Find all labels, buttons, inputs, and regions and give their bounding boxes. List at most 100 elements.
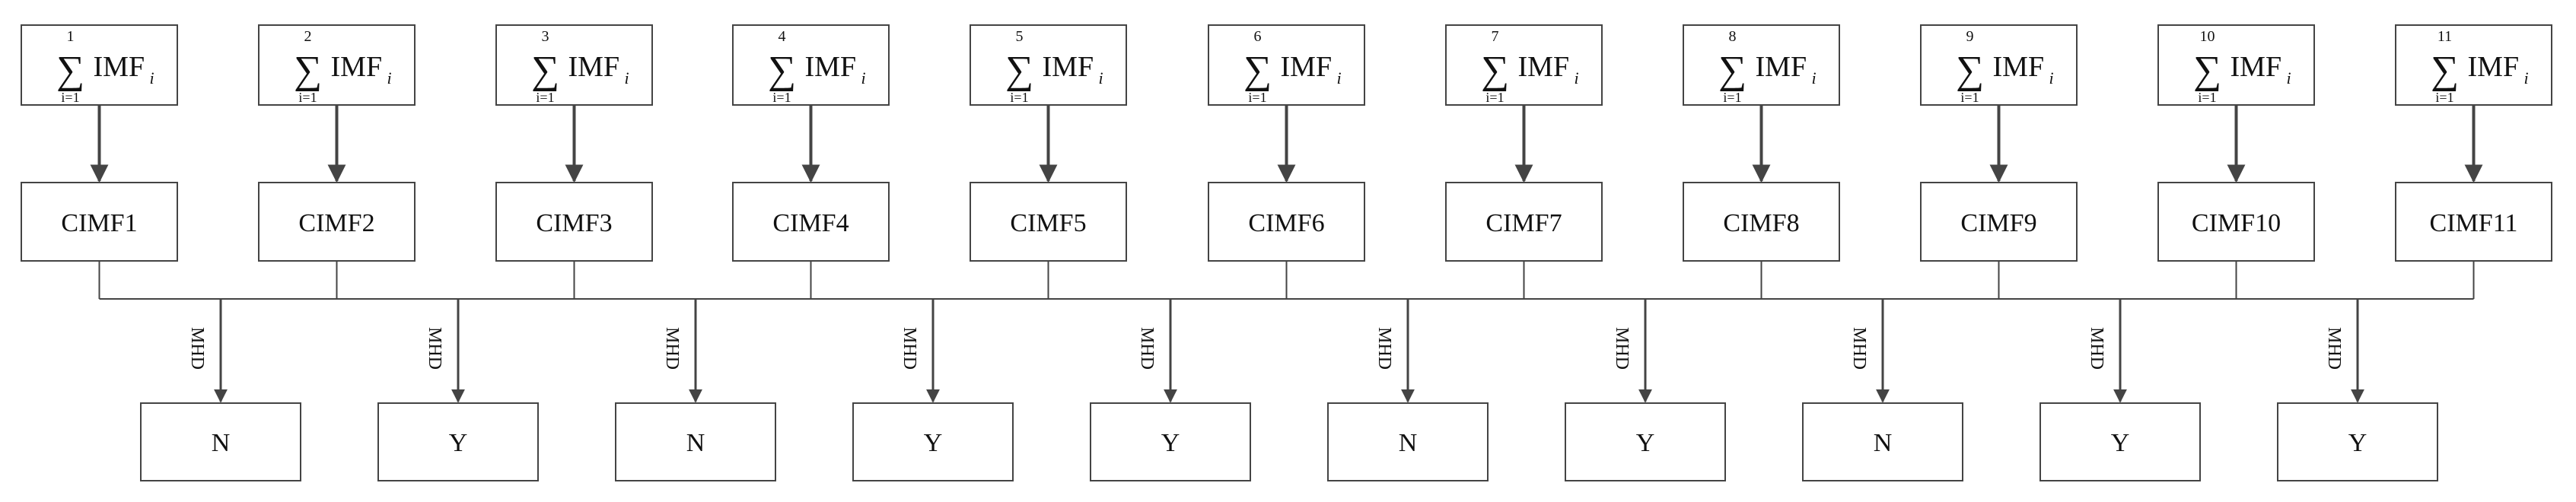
decision-box-1 bbox=[140, 402, 301, 481]
sum-upper-limit: 10 bbox=[2200, 28, 2215, 45]
cimf-label: CIMF9 bbox=[1960, 209, 2036, 237]
decision-box-4 bbox=[852, 402, 1014, 481]
cimf-box-4 bbox=[732, 182, 890, 262]
sum-term-subscript: i bbox=[2049, 68, 2054, 87]
decision-box-10 bbox=[2277, 402, 2438, 481]
mhd-label: MHD bbox=[900, 327, 919, 370]
decision-label: N bbox=[1399, 429, 1418, 457]
sum-box-11 bbox=[2395, 24, 2552, 106]
sum-term: IMF bbox=[331, 51, 383, 83]
sum-term-subscript: i bbox=[1575, 68, 1579, 87]
cimf-box-1 bbox=[21, 182, 178, 262]
decision-box-5 bbox=[1090, 402, 1251, 481]
cimf-box-6 bbox=[1208, 182, 1365, 262]
sum-lower-limit: i=1 bbox=[2435, 90, 2453, 105]
sum-term-subscript: i bbox=[1337, 68, 1342, 87]
cimf-box-9 bbox=[1920, 182, 2078, 262]
decision-box-9 bbox=[2039, 402, 2201, 481]
sum-term: IMF bbox=[1043, 51, 1094, 83]
sum-term: IMF bbox=[1518, 51, 1570, 83]
sigma-symbol: ∑ bbox=[294, 49, 322, 92]
sum-term-subscript: i bbox=[387, 68, 392, 87]
sum-upper-limit: 6 bbox=[1254, 28, 1262, 45]
decision-box-2 bbox=[377, 402, 539, 481]
sum-term-subscript: i bbox=[1812, 68, 1817, 87]
sum-box-2 bbox=[258, 24, 416, 106]
sum-term: IMF bbox=[568, 51, 620, 83]
sigma-symbol: ∑ bbox=[531, 49, 559, 92]
sum-box-3 bbox=[495, 24, 653, 106]
sum-upper-limit: 11 bbox=[2437, 28, 2452, 45]
sigma-symbol: ∑ bbox=[768, 49, 796, 92]
mhd-label: MHD bbox=[1137, 327, 1157, 370]
sum-term-subscript: i bbox=[2524, 68, 2529, 87]
mhd-label: MHD bbox=[1612, 327, 1632, 370]
decision-box-7 bbox=[1565, 402, 1726, 481]
sum-lower-limit: i=1 bbox=[61, 90, 79, 105]
cimf-box-7 bbox=[1445, 182, 1603, 262]
sum-upper-limit: 8 bbox=[1729, 28, 1737, 45]
cimf-box-2 bbox=[258, 182, 416, 262]
sum-lower-limit: i=1 bbox=[298, 90, 317, 105]
sum-term: IMF bbox=[1993, 51, 2045, 83]
decision-box-8 bbox=[1802, 402, 1963, 481]
cimf-label: CIMF10 bbox=[2192, 209, 2281, 237]
cimf-box-10 bbox=[2157, 182, 2315, 262]
sigma-symbol: ∑ bbox=[1481, 49, 1509, 92]
mhd-label: MHD bbox=[662, 327, 682, 370]
cimf-label: CIMF2 bbox=[298, 209, 374, 237]
sum-term-subscript: i bbox=[2287, 68, 2291, 87]
sigma-symbol: ∑ bbox=[1243, 49, 1272, 92]
cimf-label: CIMF8 bbox=[1723, 209, 1799, 237]
sum-box-6 bbox=[1208, 24, 1365, 106]
sum-box-9 bbox=[1920, 24, 2078, 106]
sum-term: IMF bbox=[1281, 51, 1333, 83]
sum-upper-limit: 2 bbox=[304, 28, 312, 45]
sigma-symbol: ∑ bbox=[2193, 49, 2221, 92]
decision-label: Y bbox=[1636, 429, 1655, 457]
sum-term: IMF bbox=[2231, 51, 2282, 83]
decision-box-6 bbox=[1327, 402, 1489, 481]
sum-box-8 bbox=[1683, 24, 1840, 106]
mhd-label: MHD bbox=[2087, 327, 2106, 370]
mhd-label: MHD bbox=[2324, 327, 2344, 370]
sum-box-5 bbox=[970, 24, 1127, 106]
sum-term: IMF bbox=[2468, 51, 2520, 83]
sum-upper-limit: 3 bbox=[542, 28, 549, 45]
sum-term: IMF bbox=[1756, 51, 1807, 83]
sum-upper-limit: 4 bbox=[779, 28, 786, 45]
cimf-label: CIMF1 bbox=[61, 209, 137, 237]
sigma-symbol: ∑ bbox=[1005, 49, 1033, 92]
cimf-label: CIMF6 bbox=[1248, 209, 1324, 237]
mhd-label: MHD bbox=[1849, 327, 1869, 370]
sum-box-7 bbox=[1445, 24, 1603, 106]
decision-label: Y bbox=[449, 429, 468, 457]
sum-lower-limit: i=1 bbox=[536, 90, 554, 105]
cimf-box-11 bbox=[2395, 182, 2552, 262]
cimf-label: CIMF7 bbox=[1485, 209, 1562, 237]
sum-lower-limit: i=1 bbox=[1248, 90, 1266, 105]
mhd-label: MHD bbox=[425, 327, 444, 370]
sum-term-subscript: i bbox=[150, 68, 154, 87]
sum-lower-limit: i=1 bbox=[772, 90, 791, 105]
sigma-symbol: ∑ bbox=[2431, 49, 2459, 92]
cimf-box-3 bbox=[495, 182, 653, 262]
decision-label: N bbox=[686, 429, 705, 457]
sigma-symbol: ∑ bbox=[56, 49, 84, 92]
sum-lower-limit: i=1 bbox=[1485, 90, 1504, 105]
sum-upper-limit: 9 bbox=[1966, 28, 1974, 45]
sum-lower-limit: i=1 bbox=[1960, 90, 1979, 105]
sum-lower-limit: i=1 bbox=[1723, 90, 1741, 105]
sum-term: IMF bbox=[94, 51, 145, 83]
sum-term-subscript: i bbox=[1099, 68, 1103, 87]
sum-lower-limit: i=1 bbox=[2198, 90, 2216, 105]
cimf-box-5 bbox=[970, 182, 1127, 262]
mhd-label: MHD bbox=[187, 327, 207, 370]
cimf-label: CIMF4 bbox=[772, 209, 849, 237]
sum-box-4 bbox=[732, 24, 890, 106]
decision-label: Y bbox=[924, 429, 943, 457]
decision-label: N bbox=[1874, 429, 1893, 457]
mhd-label: MHD bbox=[1374, 327, 1394, 370]
sum-lower-limit: i=1 bbox=[1010, 90, 1028, 105]
